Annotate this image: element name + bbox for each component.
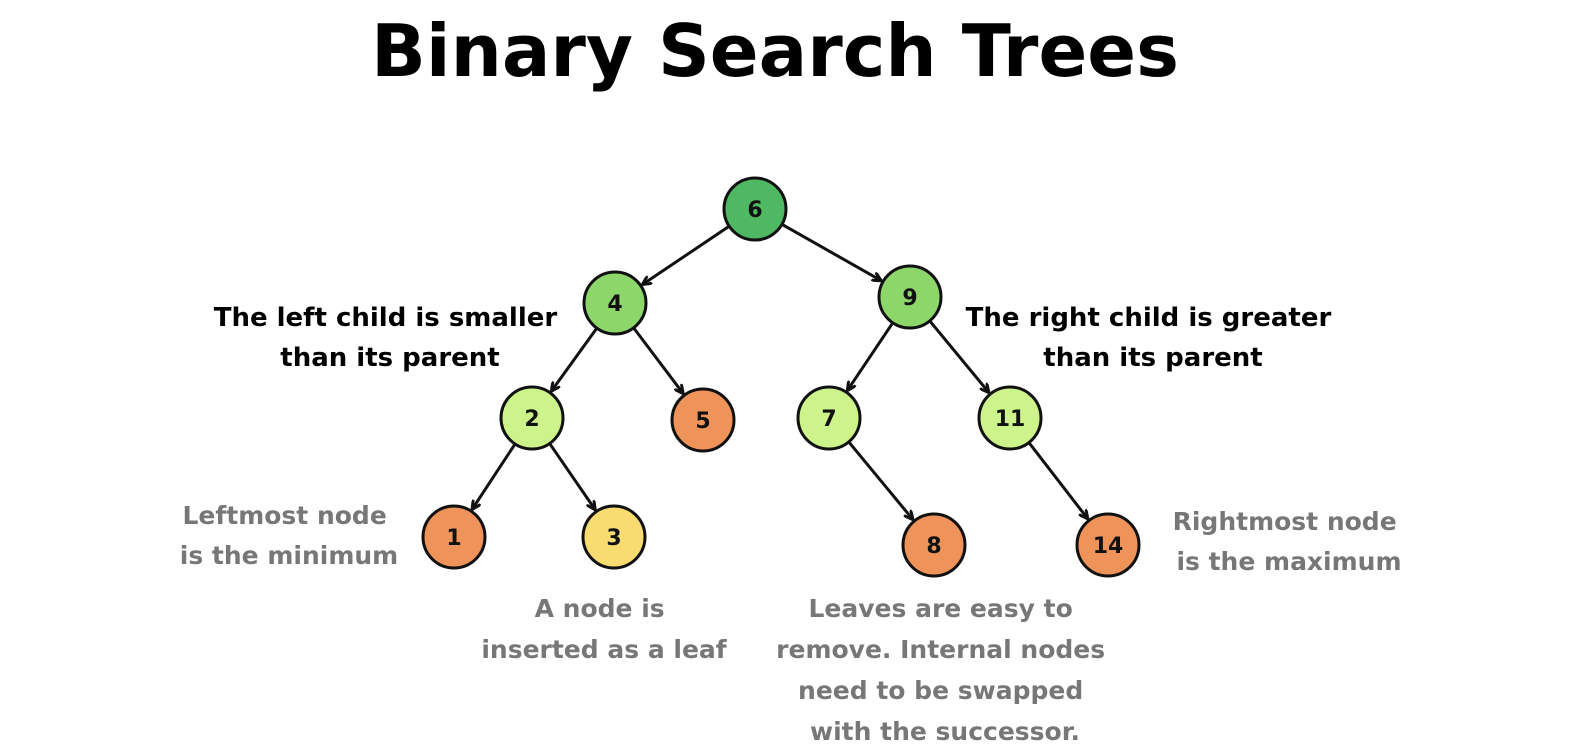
- removal-note-line: remove. Internal nodes: [776, 635, 1105, 664]
- insertion-note: A node is inserted as a leaf: [481, 594, 727, 664]
- tree-node-14: 14: [1075, 512, 1141, 578]
- tree-node-3: 3: [581, 504, 647, 570]
- edges-layer: [473, 223, 1088, 519]
- right-child-note: The right child is greater than its pare…: [966, 303, 1341, 373]
- node-label: 1: [446, 526, 461, 551]
- tree-node-4: 4: [582, 270, 648, 336]
- tree-node-5: 5: [670, 387, 736, 453]
- node-circle: [901, 512, 967, 578]
- node-label: 14: [1093, 534, 1124, 559]
- rightmost-note-line: Rightmost node: [1173, 507, 1397, 536]
- leftmost-note-line: Leftmost node: [182, 501, 386, 530]
- edge-arrow: [848, 441, 912, 519]
- edge-arrow: [929, 320, 988, 392]
- leftmost-note: Leftmost node is the minimum: [180, 501, 398, 570]
- left-child-note: The left child is smaller than its paren…: [214, 303, 567, 373]
- right-child-note-line: than its parent: [1043, 343, 1262, 373]
- node-label: 2: [524, 407, 539, 432]
- edge-arrow: [552, 328, 598, 391]
- insertion-note-line: A node is: [535, 594, 665, 623]
- edge-arrow: [548, 443, 595, 509]
- rightmost-note: Rightmost node is the maximum: [1173, 507, 1406, 576]
- edge-arrow: [473, 443, 516, 509]
- node-label: 3: [606, 526, 621, 551]
- node-circle: [499, 385, 565, 451]
- node-label: 6: [747, 198, 762, 223]
- node-circle: [670, 387, 736, 453]
- node-label: 5: [695, 409, 710, 434]
- leftmost-note-line: is the minimum: [180, 541, 398, 570]
- tree-node-8: 8: [901, 512, 967, 578]
- tree-node-9: 9: [877, 264, 943, 330]
- node-label: 8: [926, 534, 941, 559]
- removal-note-line: need to be swapped: [798, 676, 1083, 705]
- removal-note-line: with the successor.: [810, 717, 1080, 746]
- tree-node-11: 11: [977, 385, 1043, 451]
- edge-arrow: [1028, 442, 1088, 518]
- node-label: 7: [821, 407, 836, 432]
- rightmost-note-line: is the maximum: [1176, 547, 1401, 576]
- node-circle: [796, 385, 862, 451]
- tree-node-7: 7: [796, 385, 862, 451]
- right-child-note-line: The right child is greater: [966, 303, 1332, 333]
- node-circle: [581, 504, 647, 570]
- node-circle: [977, 385, 1043, 451]
- node-circle: [582, 270, 648, 336]
- page-title: Binary Search Trees: [371, 9, 1179, 93]
- left-child-note-line: The left child is smaller: [214, 303, 558, 333]
- edge-arrow: [848, 322, 894, 390]
- node-label: 4: [607, 292, 622, 317]
- node-circle: [1075, 512, 1141, 578]
- edge-arrow: [782, 223, 881, 280]
- node-circle: [877, 264, 943, 330]
- node-circle: [722, 176, 788, 242]
- insertion-note-line: inserted as a leaf: [481, 635, 727, 664]
- tree-node-1: 1: [421, 504, 487, 570]
- node-label: 11: [995, 407, 1026, 432]
- tree-node-2: 2: [499, 385, 565, 451]
- edge-arrow: [633, 327, 682, 393]
- removal-note: Leaves are easy to remove. Internal node…: [776, 594, 1114, 746]
- removal-note-line: Leaves are easy to: [808, 594, 1072, 623]
- edge-arrow: [643, 225, 730, 284]
- tree-node-6: 6: [722, 176, 788, 242]
- node-circle: [421, 504, 487, 570]
- node-label: 9: [902, 286, 917, 311]
- left-child-note-line: than its parent: [280, 343, 499, 373]
